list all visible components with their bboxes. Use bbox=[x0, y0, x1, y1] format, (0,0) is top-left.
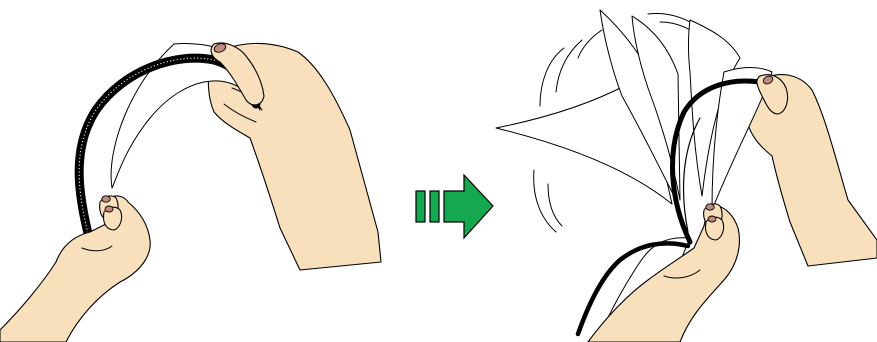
left-lower-fingernail-2 bbox=[105, 206, 113, 212]
arrow-stripe-2 bbox=[430, 191, 439, 222]
left-lower-fingernail-1 bbox=[102, 196, 110, 202]
arrow-stripe-1 bbox=[416, 191, 425, 222]
right-lower-fingernail-1 bbox=[706, 204, 714, 210]
left-scene-lower-hand bbox=[0, 196, 150, 342]
lower-arm bbox=[0, 196, 150, 342]
left-scene-bend-stack bbox=[0, 42, 381, 342]
right-arrow-icon bbox=[416, 175, 493, 238]
right-scene-fan-sheets bbox=[496, 10, 877, 342]
arrow-head bbox=[444, 175, 493, 238]
right-lower-fingernail-2 bbox=[708, 216, 716, 222]
